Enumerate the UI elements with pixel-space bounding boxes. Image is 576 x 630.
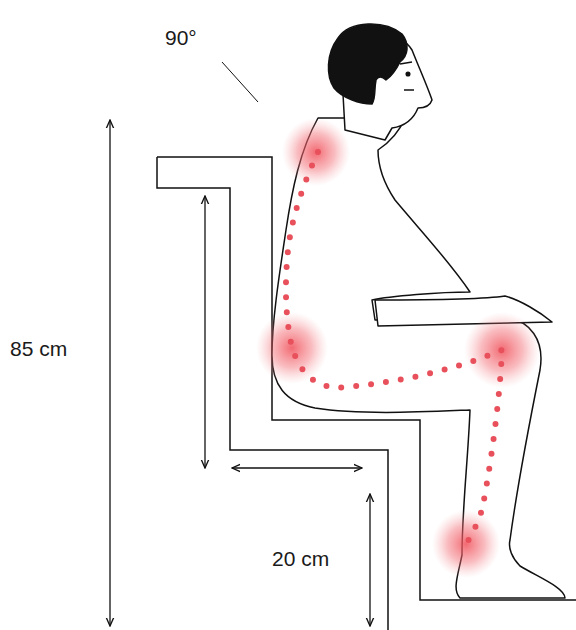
spine-dotted-line (286, 152, 502, 544)
angle-label: 90° (163, 25, 199, 50)
dimension-arrow (204, 196, 205, 468)
person (272, 24, 565, 598)
dimension-arrow (232, 467, 362, 468)
dimension-label: 85 cm (8, 336, 69, 361)
leader-line (222, 62, 258, 102)
pressure-point (256, 118, 540, 578)
dimension-label: 20 cm (270, 546, 331, 571)
dimension-arrow (369, 494, 370, 626)
dimension-arrow (109, 120, 110, 626)
